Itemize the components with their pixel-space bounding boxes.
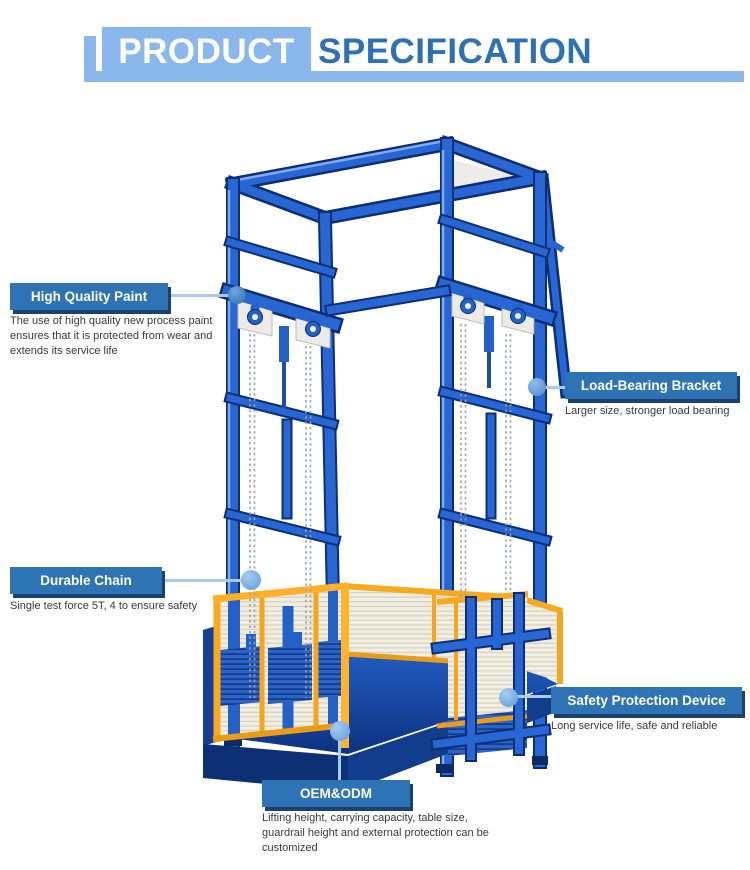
callout-line-bracket <box>545 386 567 389</box>
callout-line-safety <box>516 695 552 698</box>
door-frame <box>430 591 552 773</box>
callout-line-chain <box>162 579 242 582</box>
callout-line-oem <box>338 740 341 781</box>
callout-dot-chain <box>241 570 261 590</box>
callout-dot-bracket <box>528 378 546 396</box>
paint-description: The use of high quality new process pain… <box>10 315 213 357</box>
chain-label: Durable Chain <box>10 567 162 594</box>
paint-label: High Quality Paint <box>10 283 168 310</box>
guard-fence-right-return <box>522 596 563 684</box>
safety-description: Long service life, safe and reliable <box>551 720 718 732</box>
chain-description: Single test force 5T, 4 to ensure safety <box>10 600 198 612</box>
safety-label: Safety Protection Device <box>551 687 742 714</box>
callout-line-paint <box>168 294 229 297</box>
bracket-label: Load-Bearing Bracket <box>565 372 737 399</box>
title-word-specification: SPECIFICATION <box>318 32 593 71</box>
roof-frame <box>224 135 549 227</box>
mast-cross-beam <box>324 284 452 317</box>
guard-fence-left <box>212 582 349 748</box>
title-product-background <box>102 27 311 77</box>
hook-bracket-right <box>434 275 558 335</box>
lifting-chains <box>249 324 512 698</box>
callout-dot-safety <box>499 688 518 707</box>
title-underline-bar <box>96 71 744 82</box>
callout-dot-oem <box>330 721 350 741</box>
oem-label: OEM&ODM <box>262 780 410 807</box>
oem-description: Lifting height, carrying capacity, table… <box>262 812 489 854</box>
title-word-product: PRODUCT <box>118 32 295 71</box>
bracket-description: Larger size, stronger load bearing <box>565 405 730 417</box>
callout-dot-paint <box>228 286 246 304</box>
title-accent-bar <box>84 36 96 82</box>
